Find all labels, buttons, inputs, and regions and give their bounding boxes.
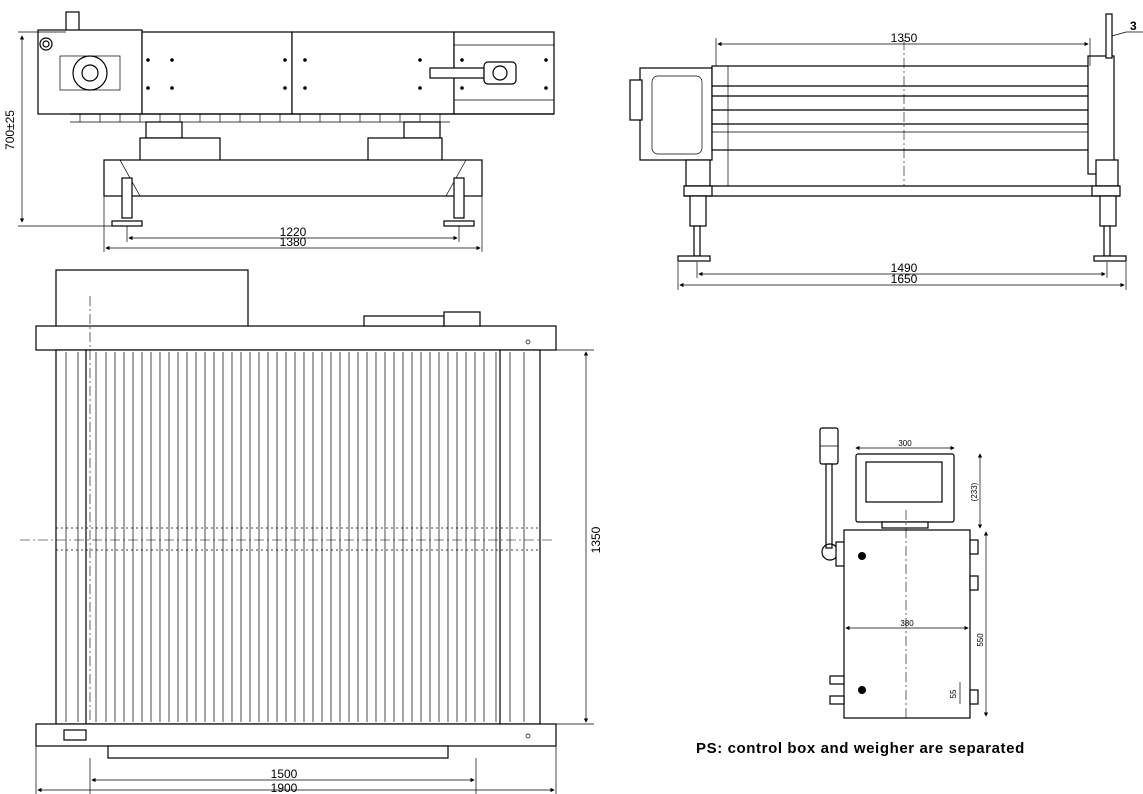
- touch-screen: [855, 453, 955, 523]
- top-bottom-inner-dim: 1500: [271, 767, 298, 781]
- end-foot-inner-dim: 1490: [891, 261, 918, 275]
- end-top-dim: 1350: [891, 31, 918, 45]
- roller-frame: [711, 65, 1093, 151]
- roller-bed: [55, 349, 541, 725]
- small-dim: 55: [949, 689, 958, 698]
- control-cabinet: [843, 529, 971, 719]
- side-height-dim: 700±25: [3, 110, 17, 150]
- end-view: 1350 3 1490 1650: [629, 13, 1143, 290]
- end-callout: 3: [1130, 19, 1137, 33]
- end-foot-outer-dim: 1650: [891, 272, 918, 286]
- drive-housing: [37, 29, 143, 115]
- motor-cover: [55, 269, 249, 337]
- side-view: 700±25 1220 1380: [3, 11, 555, 252]
- top-depth-dim: 1350: [589, 526, 603, 553]
- side-width-inner-dim: 1220: [280, 225, 307, 239]
- screen-height-dim: (233): [970, 482, 979, 501]
- control-box: 300 (233) 380 550 55: [819, 427, 989, 719]
- side-width-outer-dim: 1380: [280, 235, 307, 249]
- frame-panel-1: [141, 31, 293, 115]
- separation-note: PS: control box and weigher are separate…: [696, 740, 1025, 757]
- motor-body: [639, 67, 713, 161]
- top-view: 1350 1500 1900: [20, 269, 603, 794]
- top-bottom-outer-dim: 1900: [271, 781, 298, 794]
- base-frame: [103, 159, 483, 197]
- box-width-dim: 380: [900, 619, 914, 628]
- screen-width-dim: 300: [898, 439, 912, 448]
- box-height-dim: 550: [976, 633, 985, 647]
